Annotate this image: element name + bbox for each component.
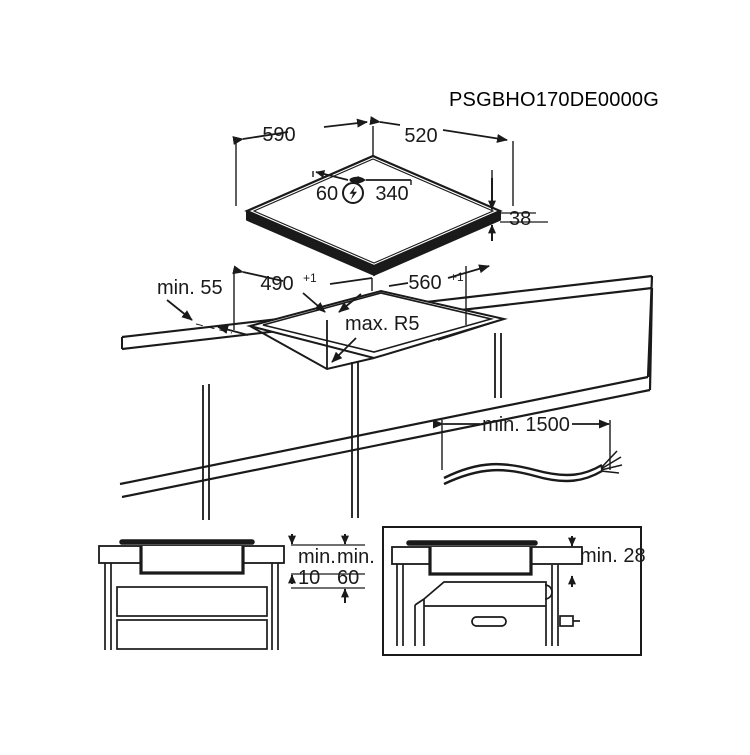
dim-arrow-560-corner [338, 293, 362, 313]
hob-top-face [244, 154, 503, 268]
worktop-right-depth-edge [646, 275, 654, 391]
dim-label-490-tol: +1 [303, 271, 317, 285]
section-over-oven: min. 28 [382, 526, 646, 656]
dim-label-560: 560 [408, 272, 441, 294]
oven-mount-curve [544, 584, 553, 600]
dim-line-590-left [232, 131, 289, 145]
worktop-front-face-bottom [121, 388, 651, 499]
dim-line-490-b [329, 277, 373, 285]
drawer-front-upper [116, 586, 268, 617]
dim-label-min60-value: 60 [337, 567, 359, 589]
cable-line-upper [443, 462, 603, 480]
oven-body-outline [423, 581, 547, 646]
dim-line-520-left [369, 116, 401, 126]
dim-label-590: 590 [262, 124, 295, 146]
mains-cable-view: min. 1500 [433, 414, 623, 486]
cutout-wall-right [437, 318, 505, 341]
ext-lines-38 [500, 212, 548, 223]
cable-line-lower [443, 468, 603, 486]
cable-conductor-strands [600, 450, 623, 474]
dim-label-min28: min. 28 [580, 545, 646, 567]
dim-label-min10-prefix: min. [298, 546, 336, 568]
section-over-drawer-unit: min. 10 min. 60 [98, 534, 375, 650]
dim-line-590-right [323, 118, 368, 128]
oven-body-side-panel [414, 598, 425, 646]
worktop-front-face-top [119, 375, 649, 486]
dim-label-min55: min. 55 [157, 277, 223, 299]
cabinet-edge-line-middle [351, 362, 359, 518]
dim-line-490-a [232, 265, 284, 282]
drawer-view-right-wall [271, 563, 279, 650]
dim-label-560-tol: +1 [450, 270, 464, 284]
hob-isometric-view: 590 520 60 340 38 [232, 116, 548, 277]
drawer-view-left-wall [104, 563, 112, 650]
drawer-view-hob-body [139, 546, 245, 575]
electrical-connection-icon [342, 182, 364, 204]
dim-label-520: 520 [404, 125, 437, 147]
dim-label-min1500: min. 1500 [482, 414, 570, 436]
dim-label-min60-prefix: min. [337, 546, 375, 568]
dim-line-60 [315, 170, 349, 181]
dim-line-560-a [388, 282, 409, 287]
cabinet-edge-line-left [202, 384, 210, 520]
cabinet-edge-line-right [494, 333, 502, 398]
dim-label-340: 340 [375, 183, 408, 205]
dim-label-min10-value: 10 [298, 567, 320, 589]
dim-line-520-right [442, 129, 508, 143]
dim-helper-min55 [195, 323, 233, 334]
worktop-cutout-view: min. 55 490 +1 560 +1 max. R5 [119, 264, 654, 520]
oven-view-hob-body [428, 547, 533, 576]
model-code-label: PSGBHO170DE0000G [449, 89, 659, 111]
dim-label-60: 60 [316, 183, 338, 205]
oven-vent-slot [471, 616, 507, 627]
leader-maxR5 [331, 337, 357, 363]
dim-line-560-b [447, 264, 490, 279]
dim-label-maxR5: max. R5 [345, 313, 419, 335]
dim-label-38: 38 [509, 208, 531, 230]
oven-view-right-wall [551, 565, 559, 646]
drawer-front-lower [116, 619, 268, 650]
dim-label-490: 490 [260, 273, 293, 295]
oven-fixing-screw-head [559, 615, 574, 627]
oven-view-left-wall [396, 564, 404, 646]
dim-arrow-490-corner [302, 292, 326, 313]
dim-arrow-min55 [217, 325, 249, 336]
leader-min55 [166, 299, 193, 321]
